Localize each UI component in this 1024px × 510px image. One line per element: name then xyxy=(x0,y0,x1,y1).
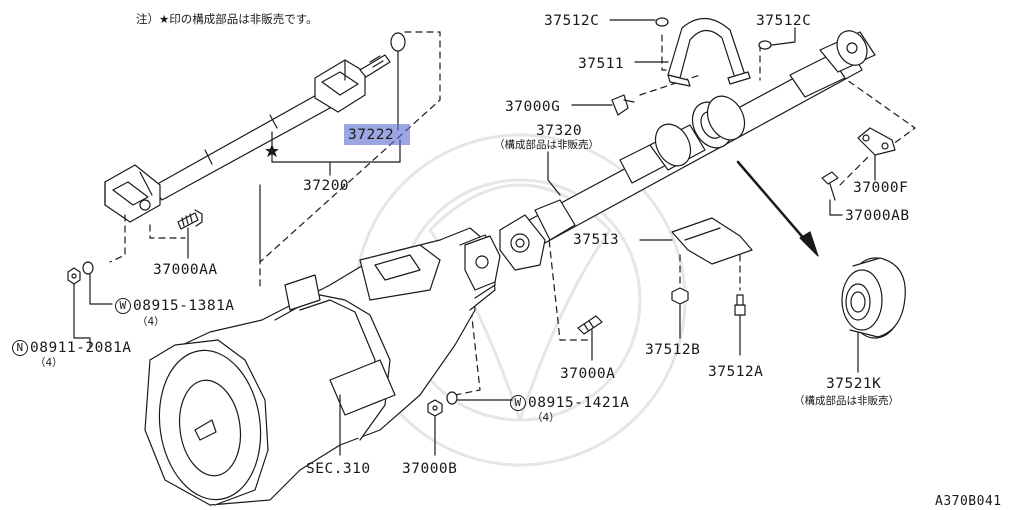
washer-37512C-left xyxy=(655,17,669,27)
washer-symbol-icon: W xyxy=(510,395,526,411)
label-37512A[interactable]: 37512A xyxy=(708,364,764,380)
bolt-37512A xyxy=(734,294,746,316)
nut-37512B xyxy=(671,287,689,305)
label-37513[interactable]: 37513 xyxy=(573,232,620,248)
leader-37512C-right xyxy=(771,27,796,46)
label-37000G[interactable]: 37000G xyxy=(505,99,561,115)
bolt-37000AA xyxy=(177,209,203,230)
label-37222[interactable]: 37222 xyxy=(348,127,395,143)
seal-part xyxy=(390,32,406,52)
bracket-37000F xyxy=(857,127,896,156)
label-37512C-right[interactable]: 37512C xyxy=(756,13,812,29)
note-37521K: （構成部品は非販売） xyxy=(794,395,899,407)
label-37000F[interactable]: 37000F xyxy=(853,180,909,196)
washer-symbol-icon: W xyxy=(115,298,131,314)
figure-code: A370B041 xyxy=(935,494,1002,509)
grommet-37000G xyxy=(611,94,635,116)
leader-37320 xyxy=(547,151,561,196)
part-number: 08915-1421A xyxy=(528,395,630,411)
bolt-37000AB xyxy=(821,171,839,201)
note-37320: （構成部品は非販売） xyxy=(494,139,599,151)
note-nonsale: 注）★印の構成部品は非販売です。 xyxy=(136,12,318,26)
nut-n08911 xyxy=(67,267,81,285)
center-bearing-37521K xyxy=(841,257,906,339)
part-number: 08911-2081A xyxy=(30,340,132,356)
label-37512C-left[interactable]: 37512C xyxy=(544,13,600,29)
qty-w08915-1381A: （4） xyxy=(137,316,165,328)
label-37521K[interactable]: 37521K xyxy=(826,376,882,392)
rear-propeller-shaft xyxy=(499,30,876,271)
qty-n08911-2081A: （4） xyxy=(35,357,63,369)
label-37511[interactable]: 37511 xyxy=(578,56,625,72)
dashed-guides xyxy=(109,31,916,396)
label-sec310[interactable]: SEC.310 xyxy=(306,461,371,477)
nut-symbol-icon: N xyxy=(12,340,28,356)
center-bracket-37511 xyxy=(667,17,751,87)
bolt-37000A xyxy=(577,315,603,335)
bracket-37513 xyxy=(671,217,753,265)
qty-w08915-1421A: （4） xyxy=(532,412,560,424)
part-number: 08915-1381A xyxy=(133,298,235,314)
washer-37512C-right xyxy=(758,40,772,50)
star-marker xyxy=(265,144,279,157)
leader-37000AB xyxy=(829,199,843,216)
label-37000A[interactable]: 37000A xyxy=(560,366,616,382)
tail-flange xyxy=(464,235,501,291)
label-37000AA[interactable]: 37000AA xyxy=(153,262,218,278)
label-37000B[interactable]: 37000B xyxy=(402,461,458,477)
label-37320[interactable]: 37320 xyxy=(536,123,583,139)
front-propeller-shaft xyxy=(104,54,391,223)
leader-w08915-1381A xyxy=(89,273,113,305)
washer-w08915-1381A xyxy=(82,261,94,275)
leader-n08911 xyxy=(73,283,91,349)
label-37512B[interactable]: 37512B xyxy=(645,342,701,358)
detail-arrow xyxy=(736,160,819,257)
label-37000AB[interactable]: 37000AB xyxy=(845,208,910,224)
nut-37000B xyxy=(427,399,443,417)
highlight-37222 xyxy=(344,124,410,145)
label-37200[interactable]: 37200 xyxy=(303,178,350,194)
washer-w08915-1421A xyxy=(446,391,458,405)
